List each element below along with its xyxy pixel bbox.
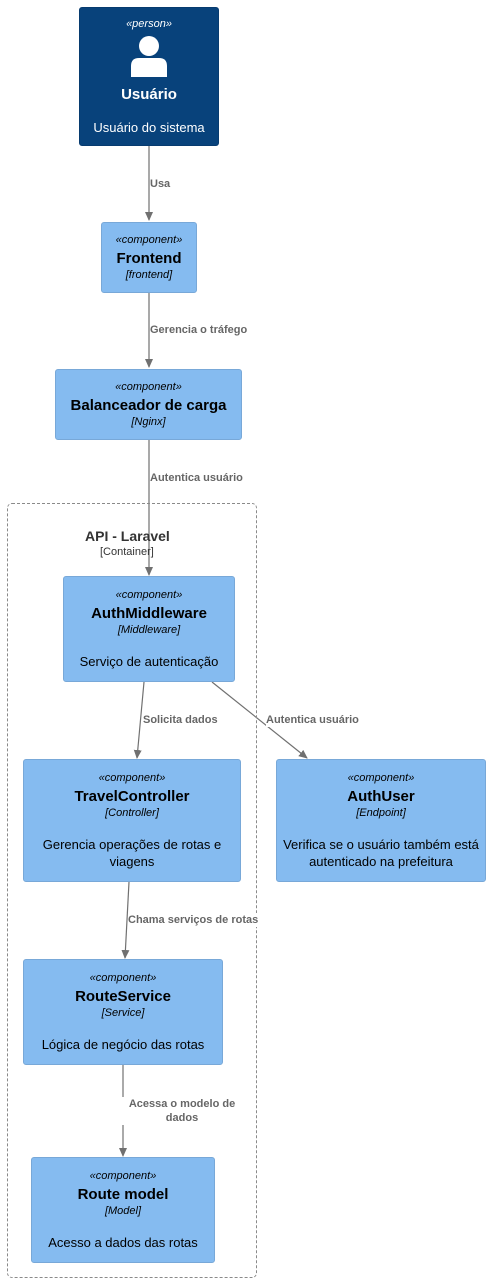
edge-chama: [121, 881, 130, 959]
component-routemodel[interactable]: «component» Route model [Model] Acesso a…: [31, 1157, 215, 1263]
node-title: RouteService: [75, 988, 171, 1005]
node-description: Gerencia operações de rotas e viagens: [42, 837, 222, 869]
stereotype: «component»: [89, 972, 157, 984]
node-title: Usuário: [121, 86, 177, 103]
node-technology: [Service]: [101, 1007, 145, 1019]
node-technology: [Endpoint]: [356, 807, 406, 819]
component-frontend[interactable]: «component» Frontend [frontend]: [101, 222, 197, 293]
boundary-title: API - Laravel: [85, 528, 170, 544]
edge-label-autentica-middleware: Autentica usuário: [150, 471, 243, 485]
node-title: TravelController: [74, 788, 190, 805]
component-authuser[interactable]: «component» AuthUser [Endpoint] Verifica…: [276, 759, 486, 882]
node-description: Lógica de negócio das rotas: [41, 1037, 205, 1052]
edge-label-autentica-authuser: Autentica usuário: [266, 713, 359, 727]
component-travelcontroller[interactable]: «component» TravelController [Controller…: [23, 759, 241, 882]
edge-solicita: [133, 681, 145, 759]
edge-label-chama: Chama serviços de rotas: [128, 913, 259, 927]
node-technology: [Model]: [104, 1205, 142, 1217]
node-description: Serviço de autenticação: [79, 654, 219, 669]
node-title: AuthMiddleware: [91, 605, 207, 622]
container-boundary: [7, 503, 257, 1278]
edge-label-acessa: Acessa o modelo de dados: [122, 1097, 242, 1125]
node-technology: [Nginx]: [131, 416, 166, 428]
stereotype: «component»: [347, 772, 415, 784]
node-description: Usuário do sistema: [93, 120, 205, 135]
component-authmiddleware[interactable]: «component» AuthMiddleware [Middleware] …: [63, 576, 235, 682]
node-technology: [frontend]: [125, 269, 173, 281]
stereotype: «person»: [126, 18, 172, 30]
person-icon: [131, 36, 167, 77]
component-balanceador[interactable]: «component» Balanceador de carga [Nginx]: [55, 369, 242, 440]
node-description: Acesso a dados das rotas: [48, 1235, 198, 1250]
node-title: Balanceador de carga: [70, 397, 227, 414]
person-usuario[interactable]: «person» Usuário Usuário do sistema: [79, 7, 219, 146]
node-title: AuthUser: [347, 788, 415, 805]
node-technology: [Middleware]: [117, 624, 181, 636]
node-description: Verifica se o usuário também está autent…: [283, 837, 479, 869]
edge-label-gerencia: Gerencia o tráfego: [150, 323, 248, 337]
node-title: Route model: [77, 1186, 169, 1203]
edge-label-usa: Usa: [150, 177, 171, 191]
stereotype: «component»: [115, 381, 182, 393]
edge-label-solicita: Solicita dados: [143, 713, 218, 727]
boundary-type: [Container]: [100, 546, 154, 558]
stereotype: «component»: [115, 589, 183, 601]
node-title: Frontend: [116, 250, 182, 267]
edge-autentica-authuser: [211, 681, 308, 759]
stereotype: «component»: [89, 1170, 157, 1182]
node-technology: [Controller]: [105, 807, 159, 819]
stereotype: «component»: [115, 234, 183, 246]
stereotype: «component»: [98, 772, 166, 784]
component-routeservice[interactable]: «component» RouteService [Service] Lógic…: [23, 959, 223, 1065]
